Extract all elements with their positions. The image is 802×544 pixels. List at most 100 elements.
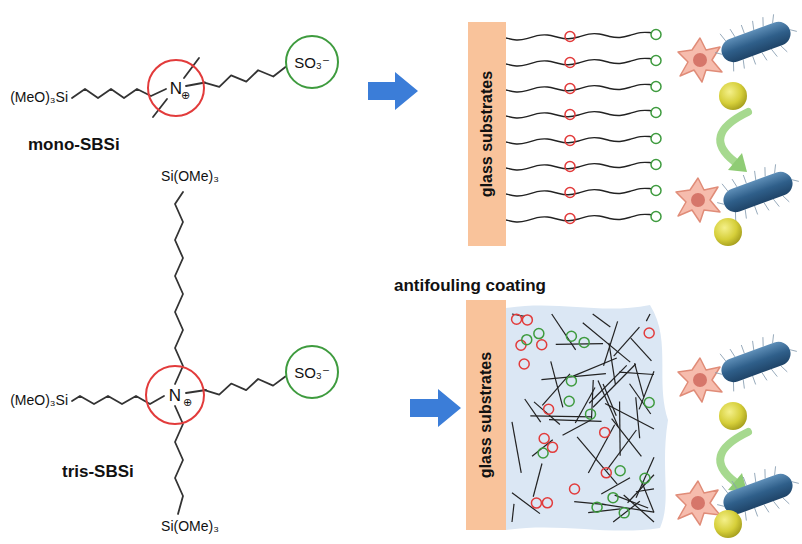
crosslinked-coating [506,305,668,531]
anion-mark [651,134,661,144]
network-strand [607,430,637,470]
network-strand [552,314,576,350]
network-strand [601,478,630,494]
network-strand [593,314,611,327]
alkyl-bond [186,83,205,87]
cation-mark [600,427,610,437]
process-arrow [368,72,418,110]
alkyl-chain [72,396,164,404]
alkyl-chain [175,406,183,514]
network-strand [612,419,642,457]
silane-group: (MeO)₃Si [10,90,68,105]
network-strand [593,364,636,407]
anion-mark [651,108,661,118]
network-strand [563,420,592,436]
network-strand [525,399,541,422]
cation-mark [531,498,541,508]
alkyl-bond [186,390,206,393]
repel-arrow [720,112,748,162]
brush-chain [506,110,651,118]
anion-mark [615,466,625,476]
network-strand [530,416,592,417]
glass-substrate: glass substrates [468,22,506,246]
alkyl-chain-bond [204,67,285,87]
cation-mark [548,442,558,452]
cation-mark [565,188,575,198]
network-strand [551,361,563,407]
anion-mark [522,335,532,345]
cation-mark [539,434,549,444]
alkyl-chain [175,192,183,384]
protein-icon [714,510,742,538]
substrate-label: glass substrates [478,352,494,478]
cation-mark [544,404,554,414]
brush-chain [506,188,651,196]
charge-sign: ⊕ [183,397,192,408]
anion-mark [651,160,661,170]
glass-substrate: glass substrates [466,300,506,530]
brush-chain [506,214,651,222]
network-strand [604,321,618,365]
cation-mark [565,136,575,146]
network-strand [619,372,654,374]
methyl-bond [184,58,199,78]
brush-chain [506,162,651,170]
network-strand [589,365,627,403]
anion-mark [640,473,650,483]
brush-chain [506,32,651,40]
network-strand [635,363,644,397]
cation-mark [522,315,532,325]
silane-group: Si(OMe)₃ [161,169,219,184]
ammonium-circle: N⊕ [145,365,205,425]
chemical-group: SO₃⁻ [294,365,330,380]
anion-mark [564,396,574,406]
alkyl-chain [72,89,166,98]
cation-mark [537,340,547,350]
repel-arrow [720,432,748,482]
anion-mark [651,186,661,196]
cation-mark [570,484,580,494]
bacterium-icon [711,158,802,226]
cation-mark [565,162,575,172]
cation-mark [565,58,575,68]
substrate-label: glass substrates [479,71,495,197]
anion-mark [534,329,544,339]
cation-mark [601,468,611,478]
anion-mark [651,212,661,222]
methyl-bond [153,99,167,117]
cell-icon [676,178,720,222]
chemical-group: N [170,80,182,97]
anion-mark [651,82,661,92]
chemical-group: N [169,387,181,404]
repel-arrowhead [728,153,747,172]
anion-mark [538,448,548,458]
network-strand [577,437,617,484]
anion-mark [608,493,618,503]
anion-mark [566,331,576,341]
network-strand [512,493,540,514]
network-strand [613,501,640,522]
network-strand [636,397,640,438]
bacterium-icon [709,8,802,76]
bacterium-icon [709,328,802,396]
protein-icon [719,82,747,110]
silane-group: (MeO)₃Si [10,393,68,408]
network-strand [512,504,514,522]
network-strand [512,422,521,473]
ammonium-circle: N⊕ [147,59,205,117]
network-strand [631,338,652,361]
sulfonate-circle: SO₃⁻ [285,345,339,399]
network-strand [646,314,650,321]
cation-mark [512,314,522,324]
cell-icon [678,358,722,402]
figure-heading: antifouling coating [394,277,546,296]
protein-icon [719,402,747,430]
cation-mark [565,214,575,224]
anion-mark [651,56,661,66]
chemical-group: SO₃⁻ [294,55,330,70]
cation-mark [542,498,552,508]
network-strand [602,504,654,512]
sulfonate-circle: SO₃⁻ [285,35,339,89]
anion-mark [586,409,596,419]
alkyl-chain-bond [205,376,286,394]
